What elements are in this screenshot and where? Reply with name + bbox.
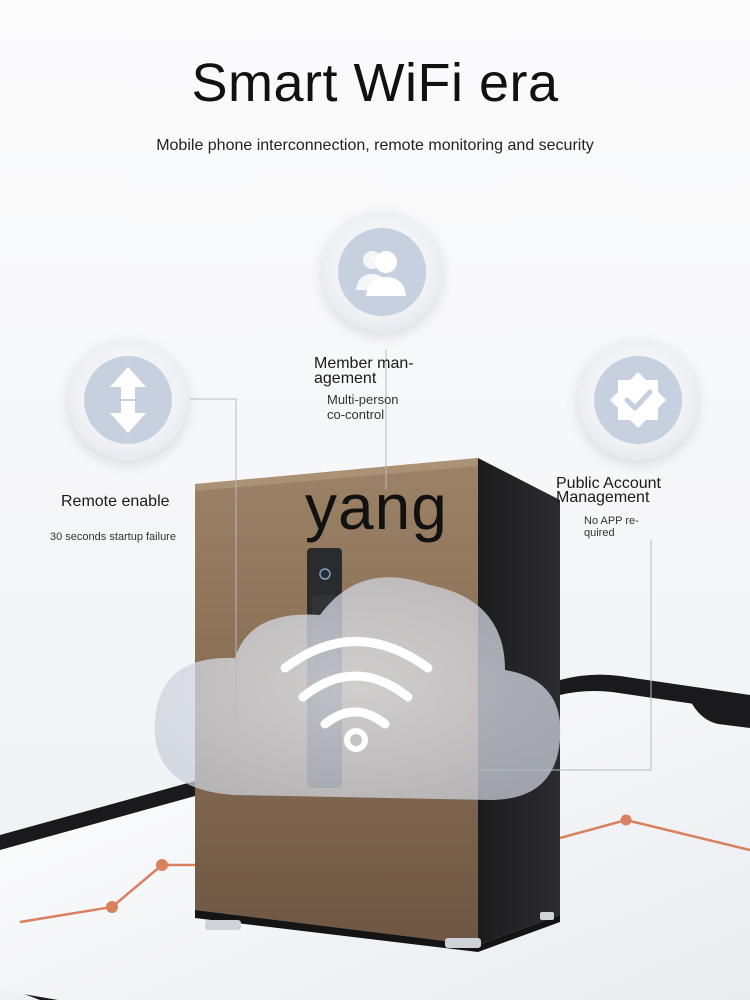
- remote-title: Remote enable: [61, 493, 170, 510]
- watermark-text: yang: [305, 471, 448, 543]
- public-title-line2: Management: [556, 489, 650, 506]
- public-account-badge: [578, 340, 698, 460]
- member-management-badge: [322, 212, 442, 332]
- verified-badge-icon: [610, 372, 666, 428]
- remote-sub: 30 seconds startup failure: [50, 531, 176, 543]
- remote-enable-badge: [68, 340, 188, 460]
- public-sub-line1: No APP re-: [584, 515, 639, 527]
- page-subtitle: Mobile phone interconnection, remote mon…: [156, 137, 594, 154]
- public-sub-line2: quired: [584, 527, 615, 539]
- member-sub-line2: co-control: [327, 407, 385, 422]
- connector-lines: [190, 350, 652, 771]
- users-icon: [356, 251, 406, 296]
- page-title: Smart WiFi era: [191, 53, 559, 113]
- member-title-line2: agement: [314, 370, 377, 387]
- up-down-arrows-icon: [110, 367, 146, 433]
- member-sub-line1: Multi-person: [327, 392, 399, 407]
- public-title-line1: Public Account: [556, 475, 661, 492]
- cloud-wifi-graphic: [154, 577, 561, 800]
- member-title-line1: Member man-: [314, 355, 414, 372]
- chart-line-decoration: [19, 814, 750, 924]
